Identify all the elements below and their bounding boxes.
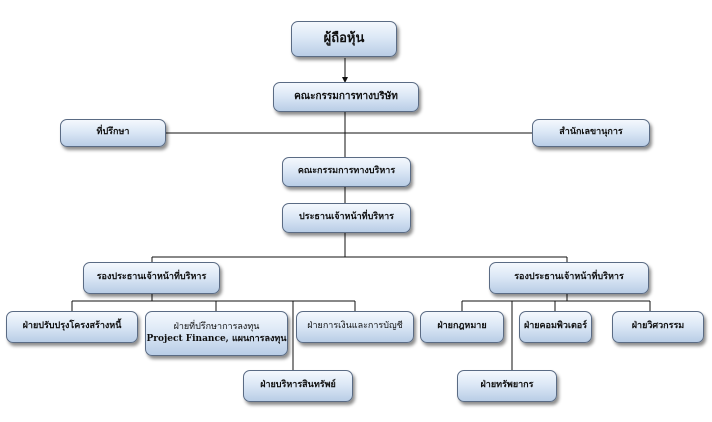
node-finance-accounting-label: ฝ่ายการเงินและการบัญชี <box>307 321 403 332</box>
node-human-resources-label: ฝ่ายทรัพยากร <box>480 380 534 391</box>
node-corporate-secretary: สำนักเลขานุการ <box>532 119 650 147</box>
node-advisor: ที่ปรึกษา <box>60 119 166 147</box>
node-engineering-label: ฝ่ายวิศวกรรม <box>631 321 685 332</box>
node-deputy-ceo-left: รองประธานเจ้าหน้าที่บริหาร <box>83 262 220 294</box>
node-deputy-ceo-right: รองประธานเจ้าหน้าที่บริหาร <box>489 262 649 294</box>
node-human-resources: ฝ่ายทรัพยากร <box>457 370 557 402</box>
node-corporate-secretary-label: สำนักเลขานุการ <box>559 127 623 138</box>
node-shareholders-label: ผู้ถือหุ้น <box>323 30 365 46</box>
node-deputy-ceo-right-label: รองประธานเจ้าหน้าที่บริหาร <box>514 272 624 283</box>
node-debt-restructuring-label: ฝ่ายปรับปรุงโครงสร้างหนี้ <box>22 321 122 332</box>
node-computer: ฝ่ายคอมพิวเตอร์ <box>519 311 592 343</box>
node-debt-restructuring: ฝ่ายปรับปรุงโครงสร้างหนี้ <box>6 311 138 343</box>
node-investment-advisory-line2: Project Finance, แผนการลงทุน <box>146 333 287 344</box>
node-investment-advisory: ฝ่ายที่ปรึกษาการลงทุน Project Finance, แ… <box>145 311 288 356</box>
node-executive-committee: คณะกรรมการทางบริหาร <box>282 157 411 187</box>
node-advisor-label: ที่ปรึกษา <box>96 127 130 138</box>
node-asset-management-label: ฝ่ายบริหารสินทรัพย์ <box>260 380 336 391</box>
node-legal: ฝ่ายกฎหมาย <box>420 311 504 343</box>
node-asset-management: ฝ่ายบริหารสินทรัพย์ <box>243 370 353 402</box>
node-investment-advisory-line1: ฝ่ายที่ปรึกษาการลงทุน <box>173 322 260 333</box>
node-computer-label: ฝ่ายคอมพิวเตอร์ <box>523 321 588 332</box>
node-board-of-directors-label: คณะกรรมการทางบริษัท <box>294 90 398 102</box>
node-finance-accounting: ฝ่ายการเงินและการบัญชี <box>296 311 414 343</box>
node-executive-committee-label: คณะกรรมการทางบริหาร <box>297 166 396 177</box>
node-shareholders: ผู้ถือหุ้น <box>291 21 397 57</box>
node-ceo: ประธานเจ้าหน้าที่บริหาร <box>282 203 411 233</box>
node-legal-label: ฝ่ายกฎหมาย <box>437 321 487 332</box>
node-board-of-directors: คณะกรรมการทางบริษัท <box>273 82 419 112</box>
node-ceo-label: ประธานเจ้าหน้าที่บริหาร <box>299 212 394 223</box>
node-deputy-ceo-left-label: รองประธานเจ้าหน้าที่บริหาร <box>96 272 207 283</box>
node-engineering: ฝ่ายวิศวกรรม <box>612 311 704 343</box>
